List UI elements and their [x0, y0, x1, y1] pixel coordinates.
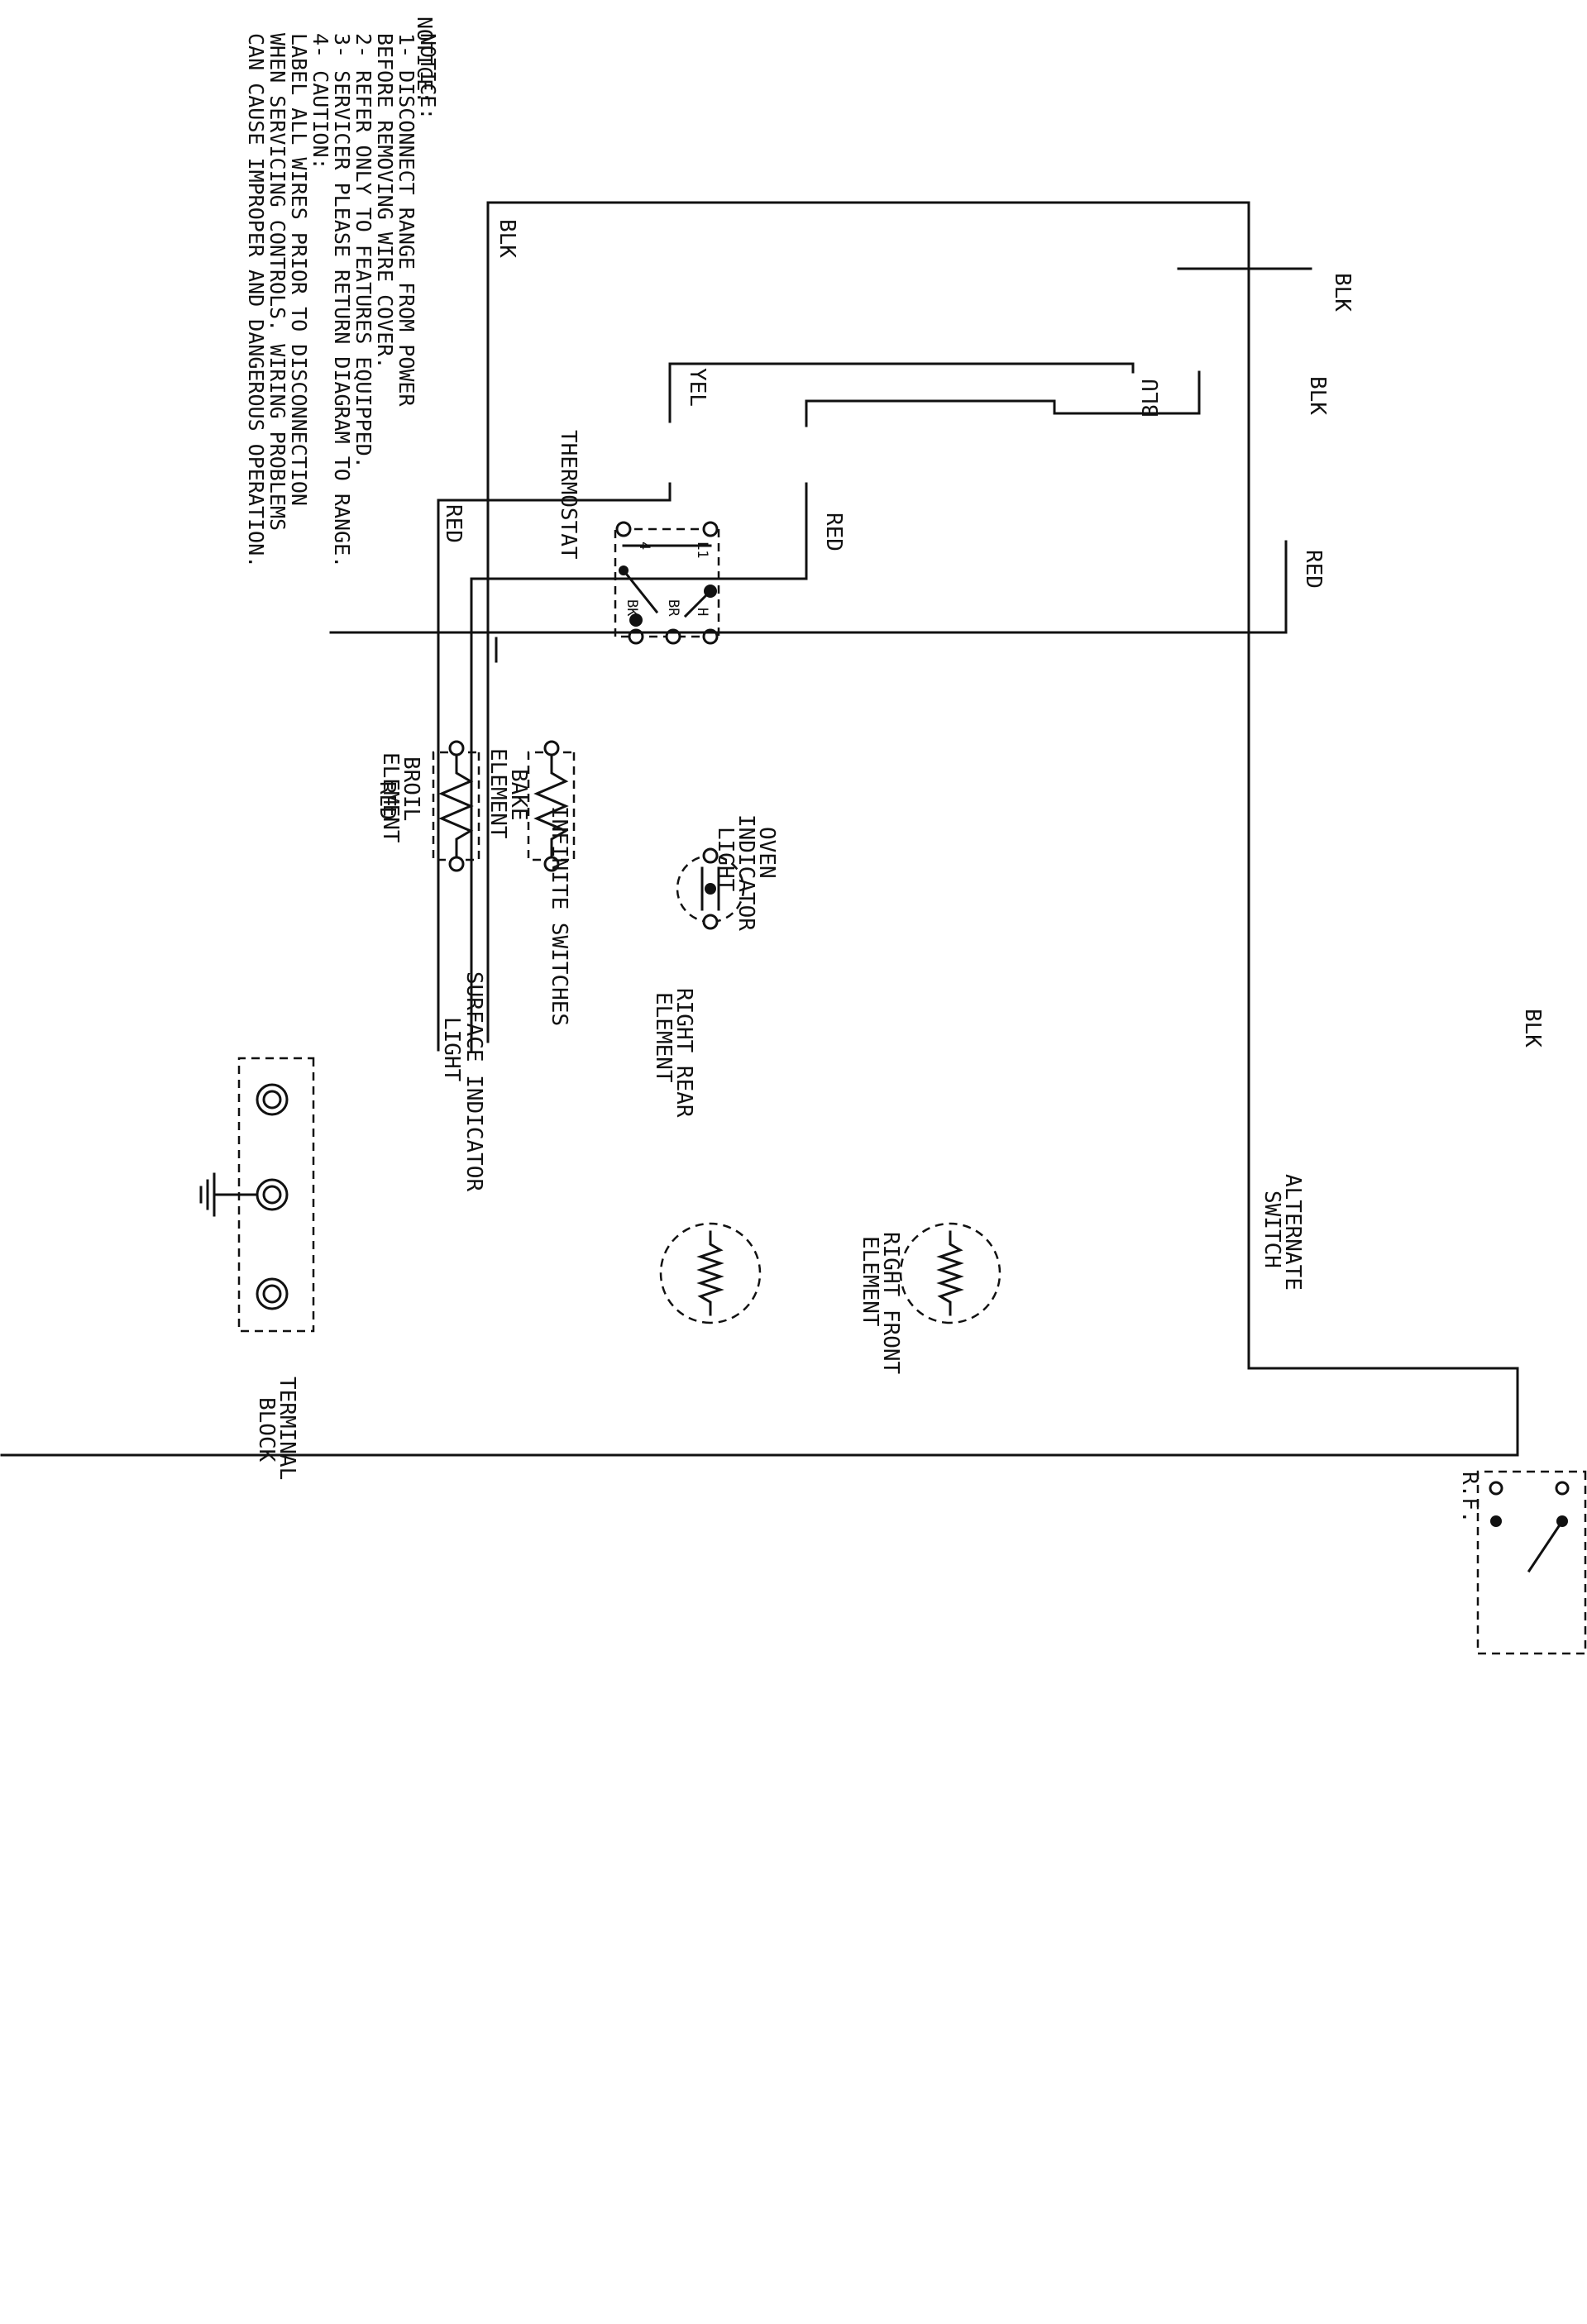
bake-label-1: BAKE: [506, 769, 531, 821]
blk-oven-label: BLK: [1305, 376, 1330, 415]
notice-line-1: 1- DISCONNECT RANGE FROM POWER: [394, 33, 418, 407]
blk-top-left: BLK: [495, 219, 519, 258]
surface-light-label-1: SURFACE INDICATOR: [461, 971, 486, 1191]
thermostat-term-br-label: BR: [665, 599, 681, 617]
notice-line-8: CAN CAUSE IMPROPER AND DANGEROUS OPERATI…: [244, 33, 268, 568]
surface-element-rf: RIGHT FRONT ELEMENT: [858, 1222, 1001, 1375]
bake-element: BAKE ELEMENT: [485, 740, 576, 872]
notice-block: NOTICE: 1- DISCONNECT RANGE FROM POWER B…: [244, 33, 440, 568]
blu-label: BLU: [1139, 379, 1164, 418]
broil-label-2: ELEMENT: [378, 752, 403, 843]
thermostat-term-h-label: H: [694, 608, 710, 616]
oven-light-label-2: INDICATOR: [734, 814, 758, 931]
rf-element-label-2: ELEMENT: [858, 1236, 882, 1327]
notice-line-6: LABEL ALL WIRES PRIOR TO DISCONNECTION: [287, 33, 311, 506]
red-broil-label: RED: [821, 513, 846, 551]
oven-light-label-3: LIGHT: [713, 827, 738, 892]
blk-right-edge: BLK: [1520, 1009, 1545, 1047]
switch-rf: R.F.: [1457, 1470, 1587, 1655]
notice-line-7: WHEN SERVICING CONTROLS. WIRING PROBLEMS: [265, 33, 289, 531]
terminal-block-label-1: TERMINAL: [275, 1377, 299, 1480]
switch-rf-label: R.F.: [1457, 1472, 1482, 1524]
bake-label-2: ELEMENT: [485, 748, 510, 839]
oven-light-label-1: OVEN: [754, 827, 779, 879]
red-block-label: RED: [375, 781, 399, 820]
broil-element: BROIL ELEMENT: [378, 740, 480, 872]
blk-top-right: BLK: [1330, 273, 1355, 312]
thermostat-term-bk-label: BK: [624, 599, 640, 617]
thermostat-term-l1-label: L1: [694, 542, 710, 558]
rf-element-label-1: RIGHT FRONT: [878, 1232, 903, 1375]
broil-label-1: BROIL: [399, 756, 423, 821]
alternate-switch-label-1: ALTERNATE: [1280, 1174, 1305, 1291]
rr-element-label-2: ELEMENT: [651, 992, 676, 1083]
thermostat: THERMOSTAT L1 4 H BR BK: [556, 430, 720, 645]
infinite-switches-label: INFINITE SWITCHES: [547, 806, 571, 1026]
yel-label: YEL: [685, 368, 710, 407]
thermostat-term-4-label: 4: [636, 542, 652, 550]
notice-line-2: BEFORE REMOVING WIRE COVER.: [373, 33, 397, 369]
notice-line-4: 3- SERVICER PLEASE RETURN DIAGRAM TO RAN…: [330, 33, 354, 568]
thermostat-terminal-l1: [702, 521, 719, 537]
red-oven-label: RED: [1301, 550, 1326, 589]
notice-line-3: 2- REFER ONLY TO FEATURES EQUIPPED.: [351, 33, 375, 469]
rotated-labels: NOTICE: BLK BLK BLU YEL BLK RED RED RED …: [375, 17, 1545, 1291]
surface-light-label-2: LIGHT: [439, 1017, 464, 1082]
thermostat-terminal-4: [615, 521, 632, 537]
terminal-block-label-2: BLOCK: [254, 1397, 279, 1463]
alternate-switch-label-2: SWITCH: [1260, 1191, 1284, 1268]
red-bake-label: RED: [441, 504, 466, 543]
notice-title: NOTICE:: [416, 33, 440, 120]
thermostat-label: THERMOSTAT: [556, 430, 581, 560]
notice-text-rotated: NOTICE:: [413, 17, 437, 103]
notice-line-5: 4- CAUTION:: [308, 33, 332, 170]
main-wiring: [0, 201, 1519, 1457]
oven-indicator-light: OVEN INDICATOR LIGHT: [676, 814, 779, 931]
rr-element-label-1: RIGHT REAR: [672, 988, 696, 1118]
terminal-block: TERMINAL BLOCK: [199, 1057, 315, 1480]
surface-element-rr: RIGHT REAR ELEMENT: [651, 988, 762, 1324]
